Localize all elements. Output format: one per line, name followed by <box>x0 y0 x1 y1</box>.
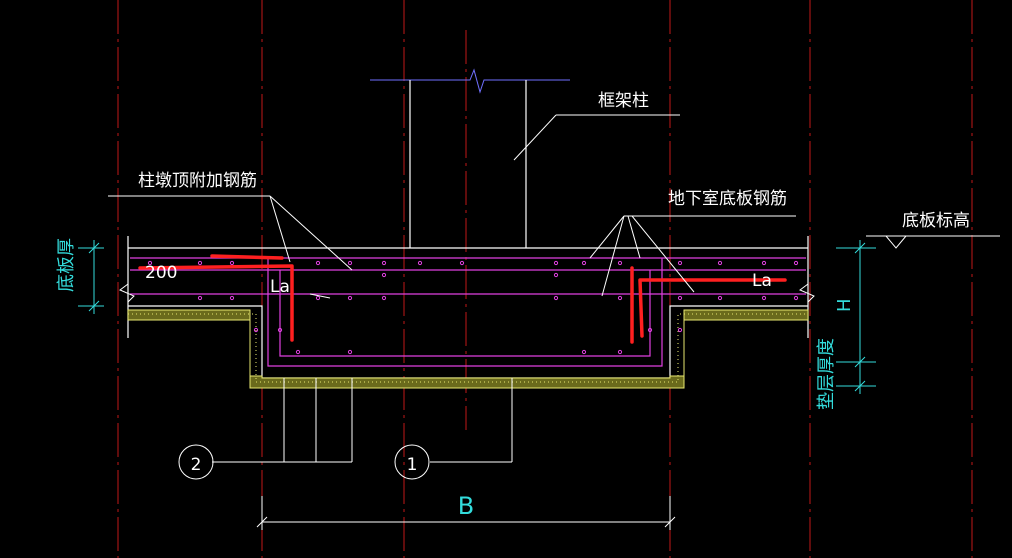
dim-slab-thickness <box>78 240 104 314</box>
label-la-left: La <box>270 277 290 297</box>
label-cushion-thickness: 垫层厚度 <box>816 338 837 410</box>
frame-column <box>409 80 527 248</box>
break-symbols <box>119 283 815 303</box>
elevation-mark <box>866 235 1000 249</box>
label-slab-thickness: 底板厚 <box>56 238 77 292</box>
leader-basement-slab-rebar <box>589 215 796 297</box>
label-dim-B: B <box>458 492 474 520</box>
rebar-dots <box>147 260 799 355</box>
axis-lines <box>117 0 973 558</box>
label-200: 200 <box>145 263 177 283</box>
dim-right <box>836 240 876 394</box>
leader-frame-column <box>513 114 680 161</box>
label-pier-top-rebar: 柱墩顶附加钢筋 <box>138 171 257 191</box>
dim-B <box>256 496 676 530</box>
label-la-right: La <box>752 271 772 291</box>
label-dim-H: H <box>834 298 855 312</box>
callout-1: 1 <box>407 455 418 475</box>
column-break-line <box>370 68 570 94</box>
pile-lines <box>178 378 513 480</box>
label-frame-column: 框架柱 <box>598 91 649 111</box>
leader-pier-top-rebar <box>108 195 353 299</box>
label-slab-elevation: 底板标高 <box>902 211 970 231</box>
added-rebar-left <box>138 264 294 342</box>
added-rebar <box>138 254 787 344</box>
label-basement-slab-rebar: 地下室底板钢筋 <box>668 189 787 209</box>
callout-2: 2 <box>191 455 202 475</box>
cushion-layer <box>127 309 809 389</box>
added-rebar-left-top <box>210 254 284 260</box>
added-rebar-right <box>638 278 787 338</box>
